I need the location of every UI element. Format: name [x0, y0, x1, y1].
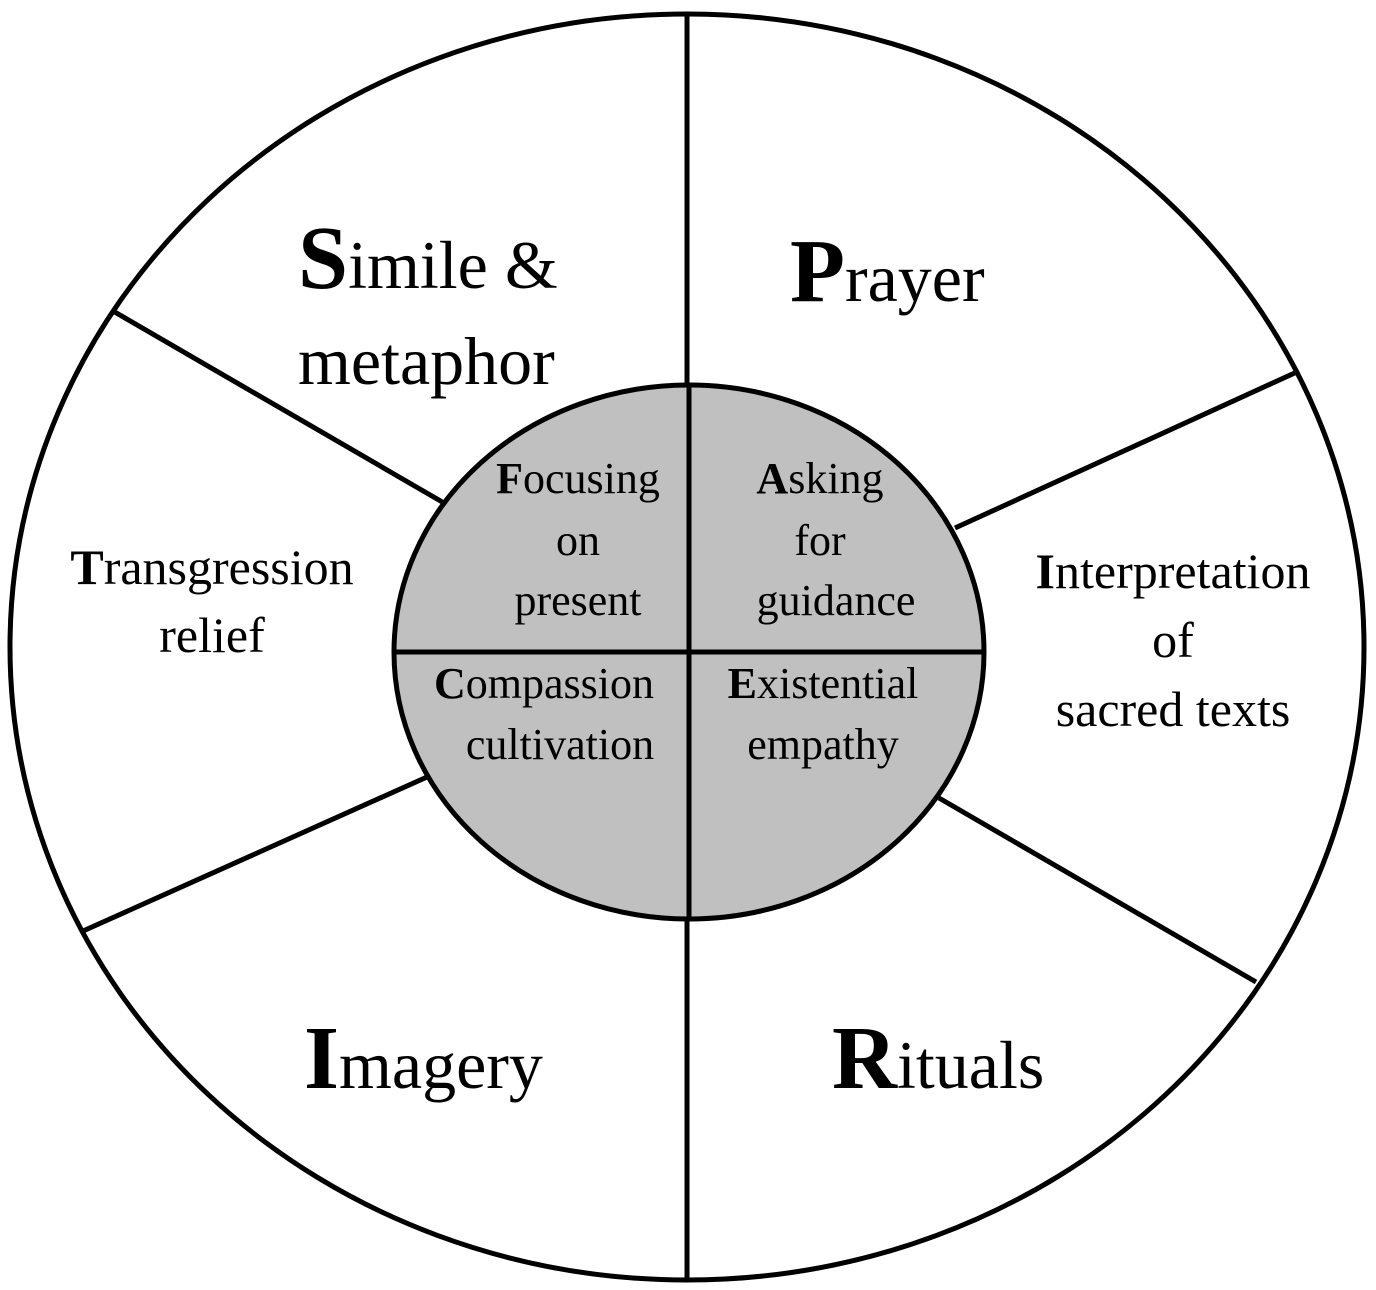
asking-rest: sking [788, 454, 883, 503]
compassion-label-line1: Compassion [434, 659, 654, 708]
focusing-initial: F [496, 454, 523, 503]
existential-label-line2: empathy [747, 720, 899, 769]
focusing-label-line2: on [556, 516, 600, 565]
transgression-initial: T [70, 539, 103, 595]
spoke-upper-left [111, 308, 446, 506]
prayer-label: Prayer [790, 222, 985, 321]
focusing-rest: ocusing [523, 454, 660, 503]
simile-initial: S [298, 209, 348, 308]
imagery-rest: magery [339, 1027, 543, 1103]
spoke-upper-right [953, 368, 1301, 531]
compassion-label-line2: cultivation [466, 720, 654, 769]
interpretation-label-line1: Interpretation [1036, 543, 1311, 599]
existential-label-line1: Existential [728, 659, 919, 708]
segment-transgression-relief: Transgression relief [70, 539, 353, 663]
transgression-label-line1: Transgression [70, 539, 353, 595]
transgression-rest: ransgression [104, 539, 354, 595]
asking-label-line3: guidance [757, 576, 916, 625]
rituals-label: Rituals [832, 1009, 1044, 1108]
spoke-lower-right [937, 795, 1258, 985]
simile-rest: imile & [348, 227, 558, 303]
focusing-label-line3: present [514, 576, 641, 625]
interpretation-initial: I [1036, 543, 1055, 599]
interpretation-rest: nterpretation [1055, 543, 1310, 599]
rituals-rest: ituals [897, 1027, 1044, 1103]
rituals-initial: R [832, 1009, 898, 1108]
segment-simile-metaphor: Simile & metaphor [298, 209, 558, 399]
imagery-initial: I [304, 1009, 339, 1108]
asking-label-line2: for [794, 516, 846, 565]
transgression-label-line2: relief [159, 607, 265, 663]
imagery-label: Imagery [304, 1009, 543, 1108]
interpretation-label-line3: sacred texts [1056, 681, 1291, 737]
prayer-initial: P [790, 222, 845, 321]
asking-label-line1: Asking [756, 454, 883, 503]
asking-initial: A [756, 454, 788, 503]
segment-interpretation-sacred-texts: Interpretation of sacred texts [1036, 543, 1311, 737]
segment-prayer: Prayer [790, 222, 985, 321]
existential-rest: xistential [757, 659, 918, 708]
spoke-lower-left [81, 774, 429, 934]
segment-rituals: Rituals [832, 1009, 1044, 1108]
quadrant-asking-for-guidance: Asking for guidance [756, 454, 915, 625]
compassion-initial: C [434, 659, 466, 708]
segment-imagery: Imagery [304, 1009, 543, 1108]
quadrant-existential-empathy: Existential empathy [728, 659, 919, 769]
interpretation-label-line2: of [1152, 612, 1194, 668]
existential-initial: E [728, 659, 757, 708]
quadrant-focusing-on-present: Focusing on present [496, 454, 660, 625]
simile-label-line1: Simile & [298, 209, 558, 308]
quadrant-compassion-cultivation: Compassion cultivation [434, 659, 654, 769]
prayer-rest: rayer [845, 240, 985, 316]
compassion-rest: ompassion [466, 659, 654, 708]
focusing-label-line1: Focusing [496, 454, 660, 503]
simile-label-line2: metaphor [298, 323, 555, 399]
